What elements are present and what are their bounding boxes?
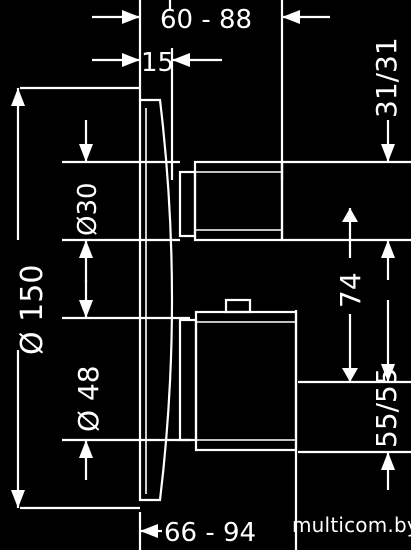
lower-valve-body <box>178 298 298 452</box>
dim-right-upper-label: 31/31 <box>370 37 403 118</box>
dim-bottom-range: 66 - 94 <box>140 518 256 548</box>
dim-right-74: 74 <box>334 208 367 382</box>
dim-diameter-48-label: Ø 48 <box>72 365 105 432</box>
dim-top-range-label: 60 - 88 <box>160 5 252 35</box>
dim-diameter-150-label: Ø 150 <box>15 265 50 355</box>
dim-right-74-label: 74 <box>334 272 367 308</box>
dim-diameter-150: Ø 150 <box>11 88 50 508</box>
upper-cartridge <box>178 160 284 242</box>
dim-right-upper: 31/31 <box>370 37 403 280</box>
dim-right-lower-label: 55/55 <box>370 367 403 448</box>
dim-top-range: 60 - 88 <box>92 5 330 35</box>
dim-top-small: 15 <box>92 48 222 78</box>
watermark: multicom.by <box>292 513 411 537</box>
dim-diameter-30: Ø30 <box>73 120 103 282</box>
dim-diameter-48: Ø 48 <box>72 280 105 480</box>
dim-top-small-label: 15 <box>141 48 174 78</box>
dim-diameter-30-label: Ø30 <box>73 182 103 236</box>
dim-right-lower: 55/55 <box>370 300 403 490</box>
cover-plate <box>138 98 174 502</box>
dim-bottom-range-label: 66 - 94 <box>164 518 256 548</box>
